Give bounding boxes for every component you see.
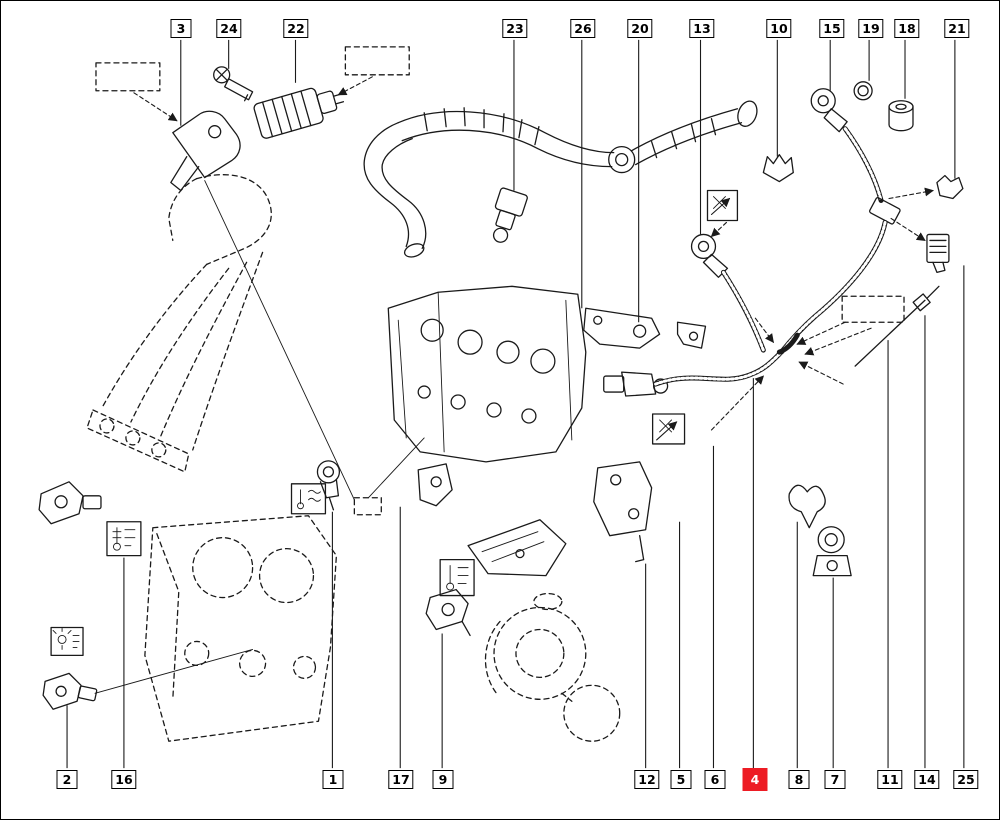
part-engine-block: [144, 515, 338, 742]
part-canister: [253, 87, 345, 139]
callout-1[interactable]: 1: [322, 770, 344, 789]
callout-4[interactable]: 4: [742, 768, 768, 791]
callout-19[interactable]: 19: [858, 19, 884, 38]
callout-18[interactable]: 18: [894, 19, 920, 38]
part-clip-8: [788, 484, 826, 529]
callout-7[interactable]: 7: [824, 770, 846, 789]
part-cable-tie: [854, 285, 940, 367]
part-knock-sensor: [38, 481, 102, 525]
part-cylinder-head: [387, 285, 587, 463]
warning-lamp-icon: [50, 626, 84, 657]
callout-20[interactable]: 20: [627, 19, 653, 38]
part-plug: [888, 100, 914, 132]
part-oxygen-sensor-downstream: [778, 88, 901, 355]
part-coolant-temp-sensor: [316, 460, 341, 511]
callout-5[interactable]: 5: [670, 770, 692, 789]
callout-16[interactable]: 16: [111, 770, 137, 789]
callout-11[interactable]: 11: [877, 770, 903, 789]
part-exhaust-pipe: [363, 100, 758, 258]
callout-2[interactable]: 2: [56, 770, 78, 789]
dashed-placeholder-boxes: [95, 46, 905, 516]
part-intake-manifold: [86, 174, 272, 473]
part-bracket-20: [676, 321, 707, 349]
part-connector: [926, 233, 950, 273]
callout-12[interactable]: 12: [634, 770, 660, 789]
callout-25[interactable]: 25: [953, 770, 979, 789]
temperature-pictogram-icon: [106, 521, 142, 557]
part-heat-shield: [467, 519, 567, 577]
callout-15[interactable]: 15: [819, 19, 845, 38]
callout-6[interactable]: 6: [704, 770, 726, 789]
callout-13[interactable]: 13: [689, 19, 715, 38]
callout-8[interactable]: 8: [788, 770, 810, 789]
callout-10[interactable]: 10: [766, 19, 792, 38]
part-crankshaft-sensor: [603, 332, 800, 397]
callout-21[interactable]: 21: [944, 19, 970, 38]
callout-17[interactable]: 17: [388, 770, 414, 789]
part-bracket-26: [583, 307, 661, 349]
part-clip-21: [936, 174, 964, 200]
crossed-arrows-icon: [706, 189, 739, 222]
part-bolt: [213, 66, 254, 102]
routing-arrows: [710, 187, 934, 431]
part-camshaft-sensor: [133, 92, 425, 501]
part-bracket-17: [417, 463, 453, 507]
callout-22[interactable]: 22: [283, 19, 309, 38]
callout-14[interactable]: 14: [914, 770, 940, 789]
part-oxygen-sensor-upstream: [690, 233, 766, 353]
callout-23[interactable]: 23: [502, 19, 528, 38]
part-sensor-23: [492, 187, 528, 243]
callout-3[interactable]: 3: [170, 19, 192, 38]
part-bracket-5: [593, 461, 653, 563]
part-grommet: [812, 526, 852, 577]
callout-26[interactable]: 26: [570, 19, 596, 38]
part-turbo: [484, 592, 621, 742]
leader-lines: [66, 39, 965, 769]
callout-9[interactable]: 9: [432, 770, 454, 789]
part-clip-10: [762, 153, 794, 183]
part-o-ring: [853, 81, 873, 101]
crossed-arrows-icon-2: [651, 413, 686, 445]
thermometer-icon: [290, 483, 327, 515]
sensor-pictogram-icon: [439, 558, 475, 597]
part-temp-sensor-9: [425, 588, 471, 637]
part-sensor-2: [42, 648, 254, 710]
callout-24[interactable]: 24: [216, 19, 242, 38]
